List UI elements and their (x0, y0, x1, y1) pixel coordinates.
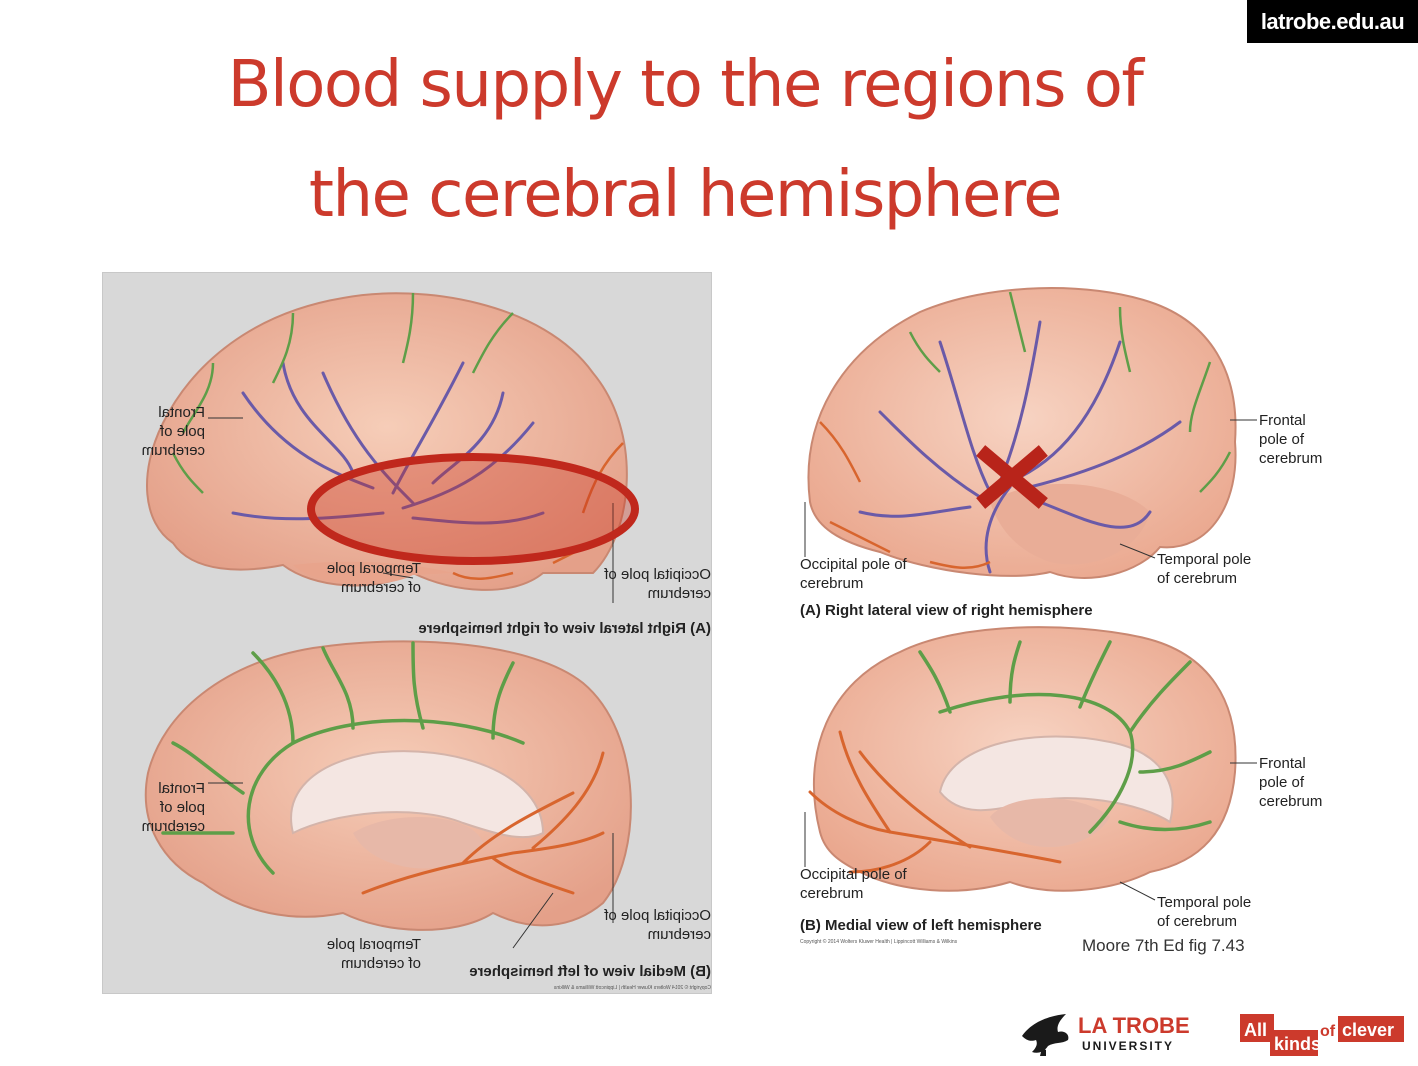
left-medial-frontal-3: cerebrum (142, 818, 205, 835)
all-kinds-of-clever-logo: All kinds of clever (1240, 1014, 1404, 1056)
left-lateral-occipital-1: Occipital pole of (603, 566, 711, 583)
title-line-1: Blood supply to the regions of (227, 48, 1144, 122)
lateral-brain-drawing (146, 292, 628, 591)
university-subtitle: UNIVERSITY (1082, 1039, 1174, 1053)
right-copyright: Copyright © 2014 Wolters Kluwer Health |… (800, 938, 958, 945)
mirrored-figure-panel: Frontal pole of cerebrum Temporal pole o… (102, 272, 712, 994)
university-name: LA TROBE (1078, 1013, 1190, 1038)
lateral-brain-drawing-right (807, 287, 1237, 579)
right-medial-occipital-1: Occipital pole of (800, 866, 908, 883)
left-lateral-frontal-3: cerebrum (142, 442, 205, 459)
left-lateral-caption: (A) Right lateral view of right hemisphe… (418, 620, 711, 637)
la-trobe-logo[interactable]: LA TROBE UNIVERSITY (1018, 1008, 1218, 1058)
highlight-ellipse (307, 453, 639, 565)
right-medial-occipital-2: cerebrum (800, 885, 863, 902)
medial-brain-drawing-right (808, 626, 1237, 892)
right-medial-caption: (B) Medial view of left hemisphere (800, 917, 1042, 934)
occlusion-x-mark (976, 445, 1048, 509)
reference-brain-figure: Frontal pole of cerebrum Temporal pole o… (800, 287, 1322, 945)
slogan-of: of (1320, 1023, 1336, 1040)
left-medial-caption: (B) Medial view of left hemisphere (469, 963, 711, 980)
right-medial-temporal-1: Temporal pole (1157, 894, 1251, 911)
right-medial-frontal-3: cerebrum (1259, 793, 1322, 810)
slogan-clever: clever (1342, 1020, 1394, 1040)
left-lateral-temporal-1: Temporal pole (327, 560, 421, 577)
slogan-kinds: kinds (1274, 1034, 1321, 1054)
mirrored-labels: Frontal pole of cerebrum Temporal pole o… (142, 404, 711, 991)
left-medial-occipital-2: cerebrum (648, 926, 711, 943)
left-lateral-frontal-2: pole of (159, 423, 205, 440)
right-lateral-frontal-3: cerebrum (1259, 450, 1322, 467)
left-lateral-frontal-1: Frontal (158, 404, 205, 421)
right-lateral-temporal-1: Temporal pole (1157, 551, 1251, 568)
right-lateral-caption: (A) Right lateral view of right hemisphe… (800, 602, 1093, 619)
right-lateral-temporal-2: of cerebrum (1157, 570, 1237, 587)
left-medial-temporal-2: of cerebrum (341, 955, 421, 972)
left-lateral-temporal-2: of cerebrum (341, 579, 421, 596)
left-lateral-occipital-2: cerebrum (648, 585, 711, 602)
right-lateral-occipital-2: cerebrum (800, 575, 863, 592)
left-medial-frontal-2: pole of (159, 799, 205, 816)
reference-figure-panel: Frontal pole of cerebrum Temporal pole o… (790, 272, 1350, 952)
eagle-icon (1022, 1014, 1069, 1056)
left-copyright: Copyright © 2014 Wolters Kluwer Health |… (553, 984, 711, 991)
mirrored-brain-figure: Frontal pole of cerebrum Temporal pole o… (142, 292, 711, 991)
medial-brain-drawing (144, 640, 632, 931)
left-medial-temporal-1: Temporal pole (327, 936, 421, 953)
right-medial-frontal-1: Frontal (1259, 755, 1306, 772)
right-lateral-occipital-1: Occipital pole of (800, 556, 908, 573)
right-medial-frontal-2: pole of (1259, 774, 1305, 791)
left-medial-occipital-1: Occipital pole of (603, 907, 711, 924)
slogan-all: All (1244, 1020, 1267, 1040)
page-title: Blood supply to the regions of the cereb… (150, 30, 1220, 250)
right-medial-temporal-2: of cerebrum (1157, 913, 1237, 930)
site-domain-tag[interactable]: latrobe.edu.au (1247, 0, 1418, 43)
highlight-overlay (307, 453, 639, 565)
right-lateral-frontal-2: pole of (1259, 431, 1305, 448)
figure-source-citation: Moore 7th Ed fig 7.43 (1082, 936, 1245, 955)
title-line-2: the cerebral hemisphere (308, 158, 1063, 232)
left-medial-frontal-1: Frontal (158, 780, 205, 797)
right-lateral-frontal-1: Frontal (1259, 412, 1306, 429)
